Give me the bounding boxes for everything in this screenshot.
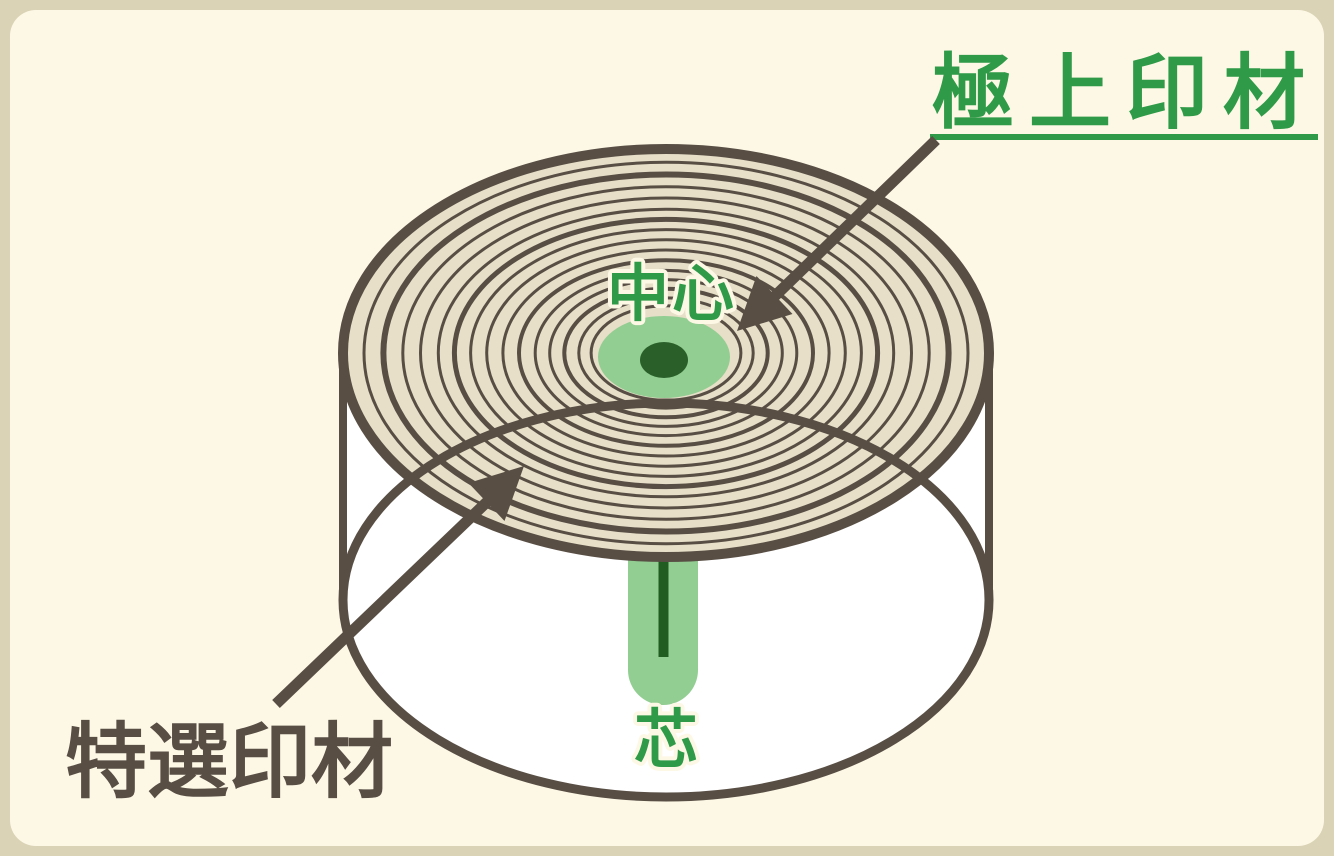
- growth-ring: [451, 216, 881, 490]
- premium-arrow-shaft: [771, 136, 940, 300]
- premium-material-label: 極上印材: [932, 46, 1320, 141]
- growth-ring: [380, 171, 952, 535]
- growth-ring: [469, 228, 863, 478]
- growth-ring: [419, 196, 913, 510]
- center-label: 中心: [607, 257, 737, 330]
- premium-material-arrow: [737, 136, 940, 331]
- select-material-arrow: [272, 466, 524, 708]
- growth-rings: [362, 160, 970, 546]
- growth-ring: [436, 207, 896, 499]
- growth-ring: [577, 296, 755, 410]
- core-label: 芯: [634, 704, 698, 778]
- growth-ring: [485, 238, 847, 468]
- growth-ring: [548, 278, 784, 428]
- growth-ring: [362, 160, 970, 546]
- growth-ring: [562, 286, 770, 420]
- pith-dot: [640, 342, 688, 378]
- premium-arrowhead-icon: [737, 276, 793, 331]
- growth-ring: [533, 268, 799, 438]
- select-arrowhead-icon: [468, 466, 524, 521]
- growth-ring: [517, 258, 815, 448]
- select-material-label: 特選印材: [65, 715, 393, 810]
- growth-ring: [501, 248, 831, 458]
- select-arrow-shaft: [272, 495, 494, 708]
- growth-ring: [401, 185, 931, 521]
